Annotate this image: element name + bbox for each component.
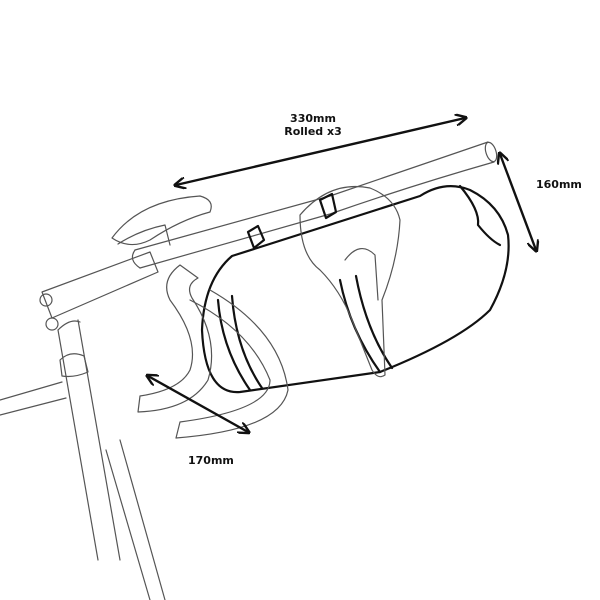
- depth-arrow: [148, 376, 248, 432]
- drop-bars: [137, 264, 289, 439]
- computer-mount: [111, 195, 212, 246]
- brake-shifter: [299, 185, 401, 378]
- length-note: Rolled x3: [284, 125, 342, 138]
- depth-label: 170mm: [188, 454, 234, 467]
- length-label: 330mm Rolled x3: [273, 112, 353, 138]
- handlebar-bag: [200, 184, 510, 394]
- height-arrow: [500, 154, 536, 250]
- length-arrow: [176, 118, 465, 185]
- handlebar: [131, 141, 498, 269]
- stem: [39, 251, 159, 331]
- bike-frame: [0, 319, 166, 600]
- length-value: 330mm: [290, 112, 336, 125]
- height-label: 160mm: [536, 178, 582, 191]
